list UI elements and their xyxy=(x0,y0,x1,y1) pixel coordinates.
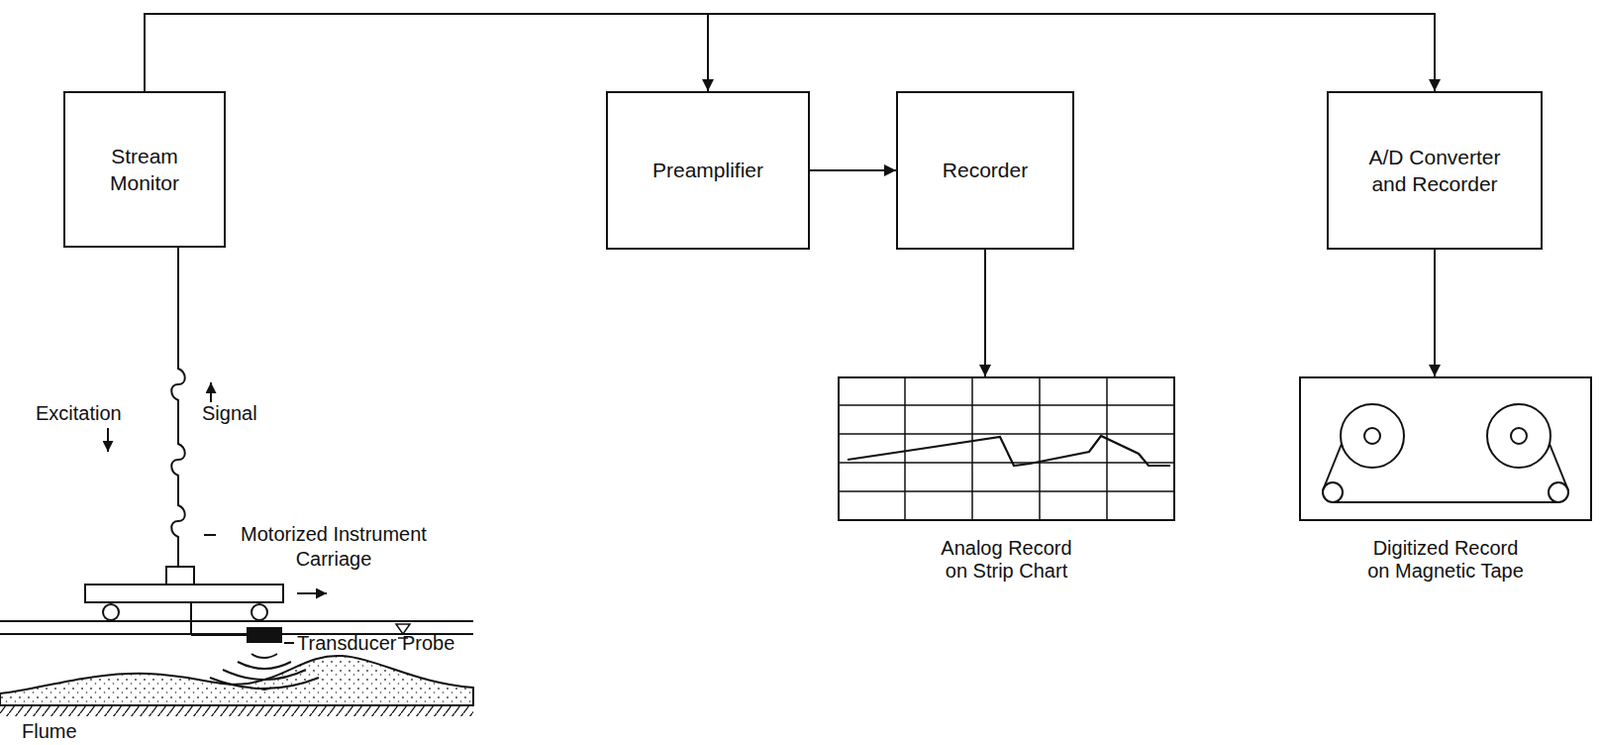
flume-rail xyxy=(0,619,474,622)
node-caption: Analog Record on Strip Chart xyxy=(839,536,1174,583)
process-box: Recorder xyxy=(896,91,1075,250)
signal-arrow xyxy=(209,382,212,402)
part-label: Transducer Probe xyxy=(297,630,486,656)
process-box: Preamplifier xyxy=(605,91,810,250)
node-text: Recorder xyxy=(942,156,1028,184)
leader-line xyxy=(203,533,216,536)
sound-wave xyxy=(251,653,278,658)
sound-wave xyxy=(237,661,292,669)
part-label: Flume xyxy=(21,718,111,744)
leader-line xyxy=(284,641,295,644)
signal-label: Excitation xyxy=(35,400,145,426)
excitation-arrow xyxy=(106,427,109,452)
monitor-box: Stream Monitor xyxy=(63,91,226,248)
process-box: A/D Converter and Recorder xyxy=(1326,91,1543,250)
carriage-body xyxy=(85,584,284,602)
carriage-wheel xyxy=(102,603,119,620)
carriage-motor xyxy=(166,566,195,585)
signal-cable xyxy=(171,247,186,567)
tape-reel xyxy=(1340,403,1404,468)
signal-connector xyxy=(144,13,708,92)
signal-connector xyxy=(984,249,987,377)
node-text: Preamplifier xyxy=(652,156,764,184)
sand-bed xyxy=(0,655,474,705)
node-caption: Digitized Record on Magnetic Tape xyxy=(1300,536,1591,583)
tape-reel-hub xyxy=(1364,427,1381,444)
probe-rod xyxy=(191,633,248,636)
part-label: Motorized Instrument Carriage xyxy=(219,521,448,572)
tape-reel-hub xyxy=(1510,427,1527,444)
tape-path xyxy=(1322,443,1569,502)
carriage-direction-arrow xyxy=(297,592,327,595)
node-text: A/D Converter and Recorder xyxy=(1360,143,1509,199)
chart-grid xyxy=(837,376,1176,521)
magnetic-tape: Digitized Record on Magnetic Tape xyxy=(1299,376,1593,521)
transducer-probe xyxy=(247,627,282,642)
flume-floor xyxy=(0,703,474,706)
strip-chart: Analog Record on Strip Chart xyxy=(837,376,1176,521)
carriage-wheel xyxy=(251,603,268,620)
node-text: Stream Monitor xyxy=(83,142,206,198)
signal-connector xyxy=(144,13,1435,92)
probe-rod xyxy=(190,601,193,635)
flume-floor-hatch xyxy=(0,704,474,716)
tape-reel xyxy=(1487,403,1551,468)
signal-connector xyxy=(1433,249,1436,377)
chart-trace xyxy=(847,435,1171,466)
signal-label: Signal xyxy=(201,400,282,426)
signal-connector xyxy=(809,169,897,172)
